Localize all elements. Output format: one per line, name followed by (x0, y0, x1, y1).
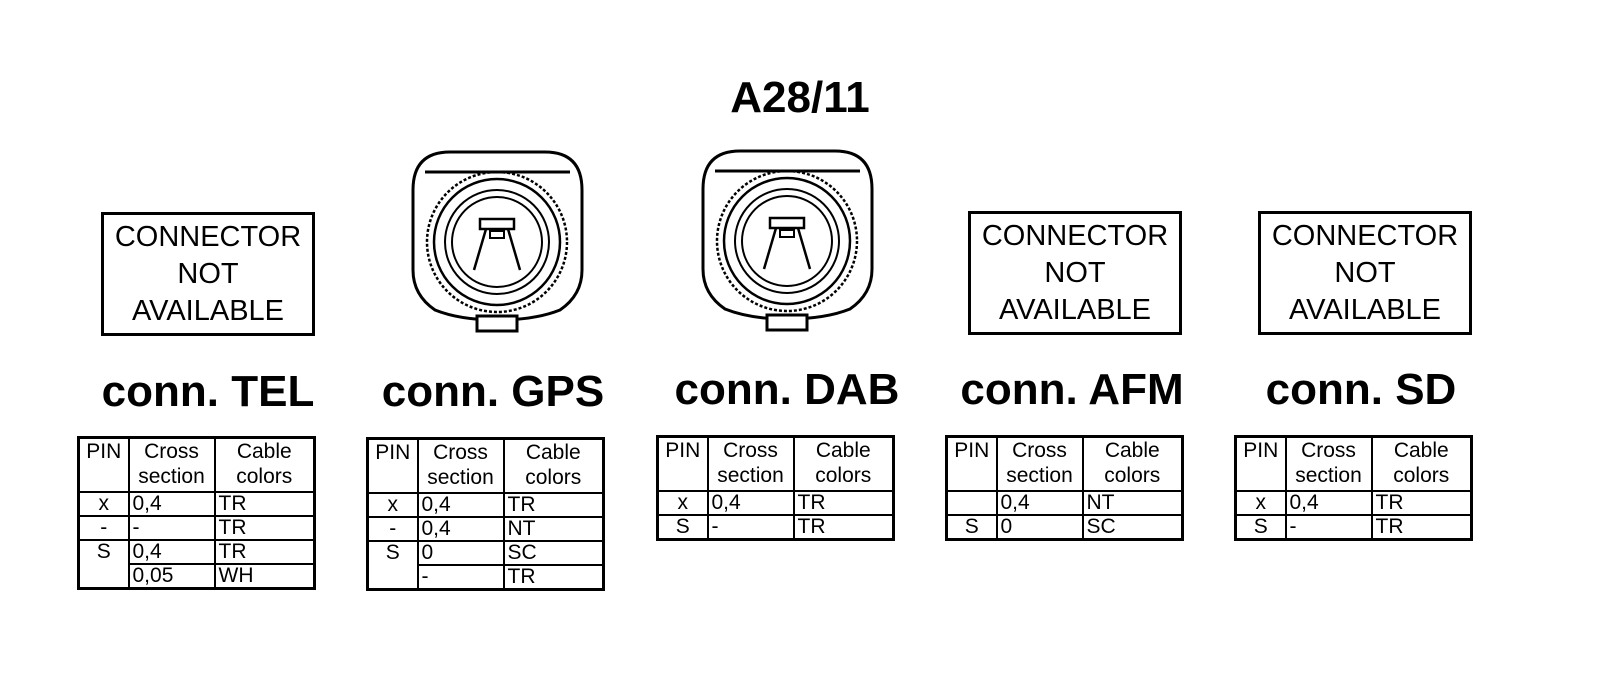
table-row: -TR (368, 564, 605, 591)
connector-name-tel: conn. TEL (101, 367, 315, 416)
not-available-line-2: NOT (177, 257, 239, 290)
not-available-line-2: NOT (1334, 256, 1396, 289)
connector-name-dab: conn. DAB (674, 365, 900, 414)
header-pin: PIN (656, 435, 709, 492)
not-available-box-sd: CONNECTOR NOT AVAILABLE (1258, 211, 1472, 335)
not-available-line-1: CONNECTOR (981, 219, 1169, 252)
not-available-line-1: CONNECTOR (1271, 219, 1459, 252)
gps-connector-icon (411, 150, 584, 333)
connector-name-gps: conn. GPS (381, 367, 605, 416)
not-available-box-afm: CONNECTOR NOT AVAILABLE (968, 211, 1182, 335)
not-available-line-3: AVAILABLE (1288, 293, 1442, 326)
not-available-line-1: CONNECTOR (114, 220, 302, 253)
header-pin: PIN (366, 437, 419, 494)
connector-name-sd: conn. SD (1265, 365, 1457, 414)
connector-name-afm: conn. AFM (960, 365, 1184, 414)
table-row: --TR (77, 515, 316, 541)
table-row: S-TR (1234, 514, 1473, 541)
not-available-line-3: AVAILABLE (998, 293, 1152, 326)
not-available-line-2: NOT (1044, 256, 1106, 289)
dab-connector-icon (701, 149, 874, 332)
header-pin: PIN (1234, 435, 1287, 492)
diagram-title: A28/11 (730, 73, 870, 122)
header-pin: PIN (77, 436, 130, 493)
header-pin: PIN (945, 435, 998, 492)
not-available-box-tel: CONNECTOR NOT AVAILABLE (101, 212, 315, 336)
table-row: S-TR (656, 514, 895, 541)
not-available-line-3: AVAILABLE (131, 294, 285, 327)
